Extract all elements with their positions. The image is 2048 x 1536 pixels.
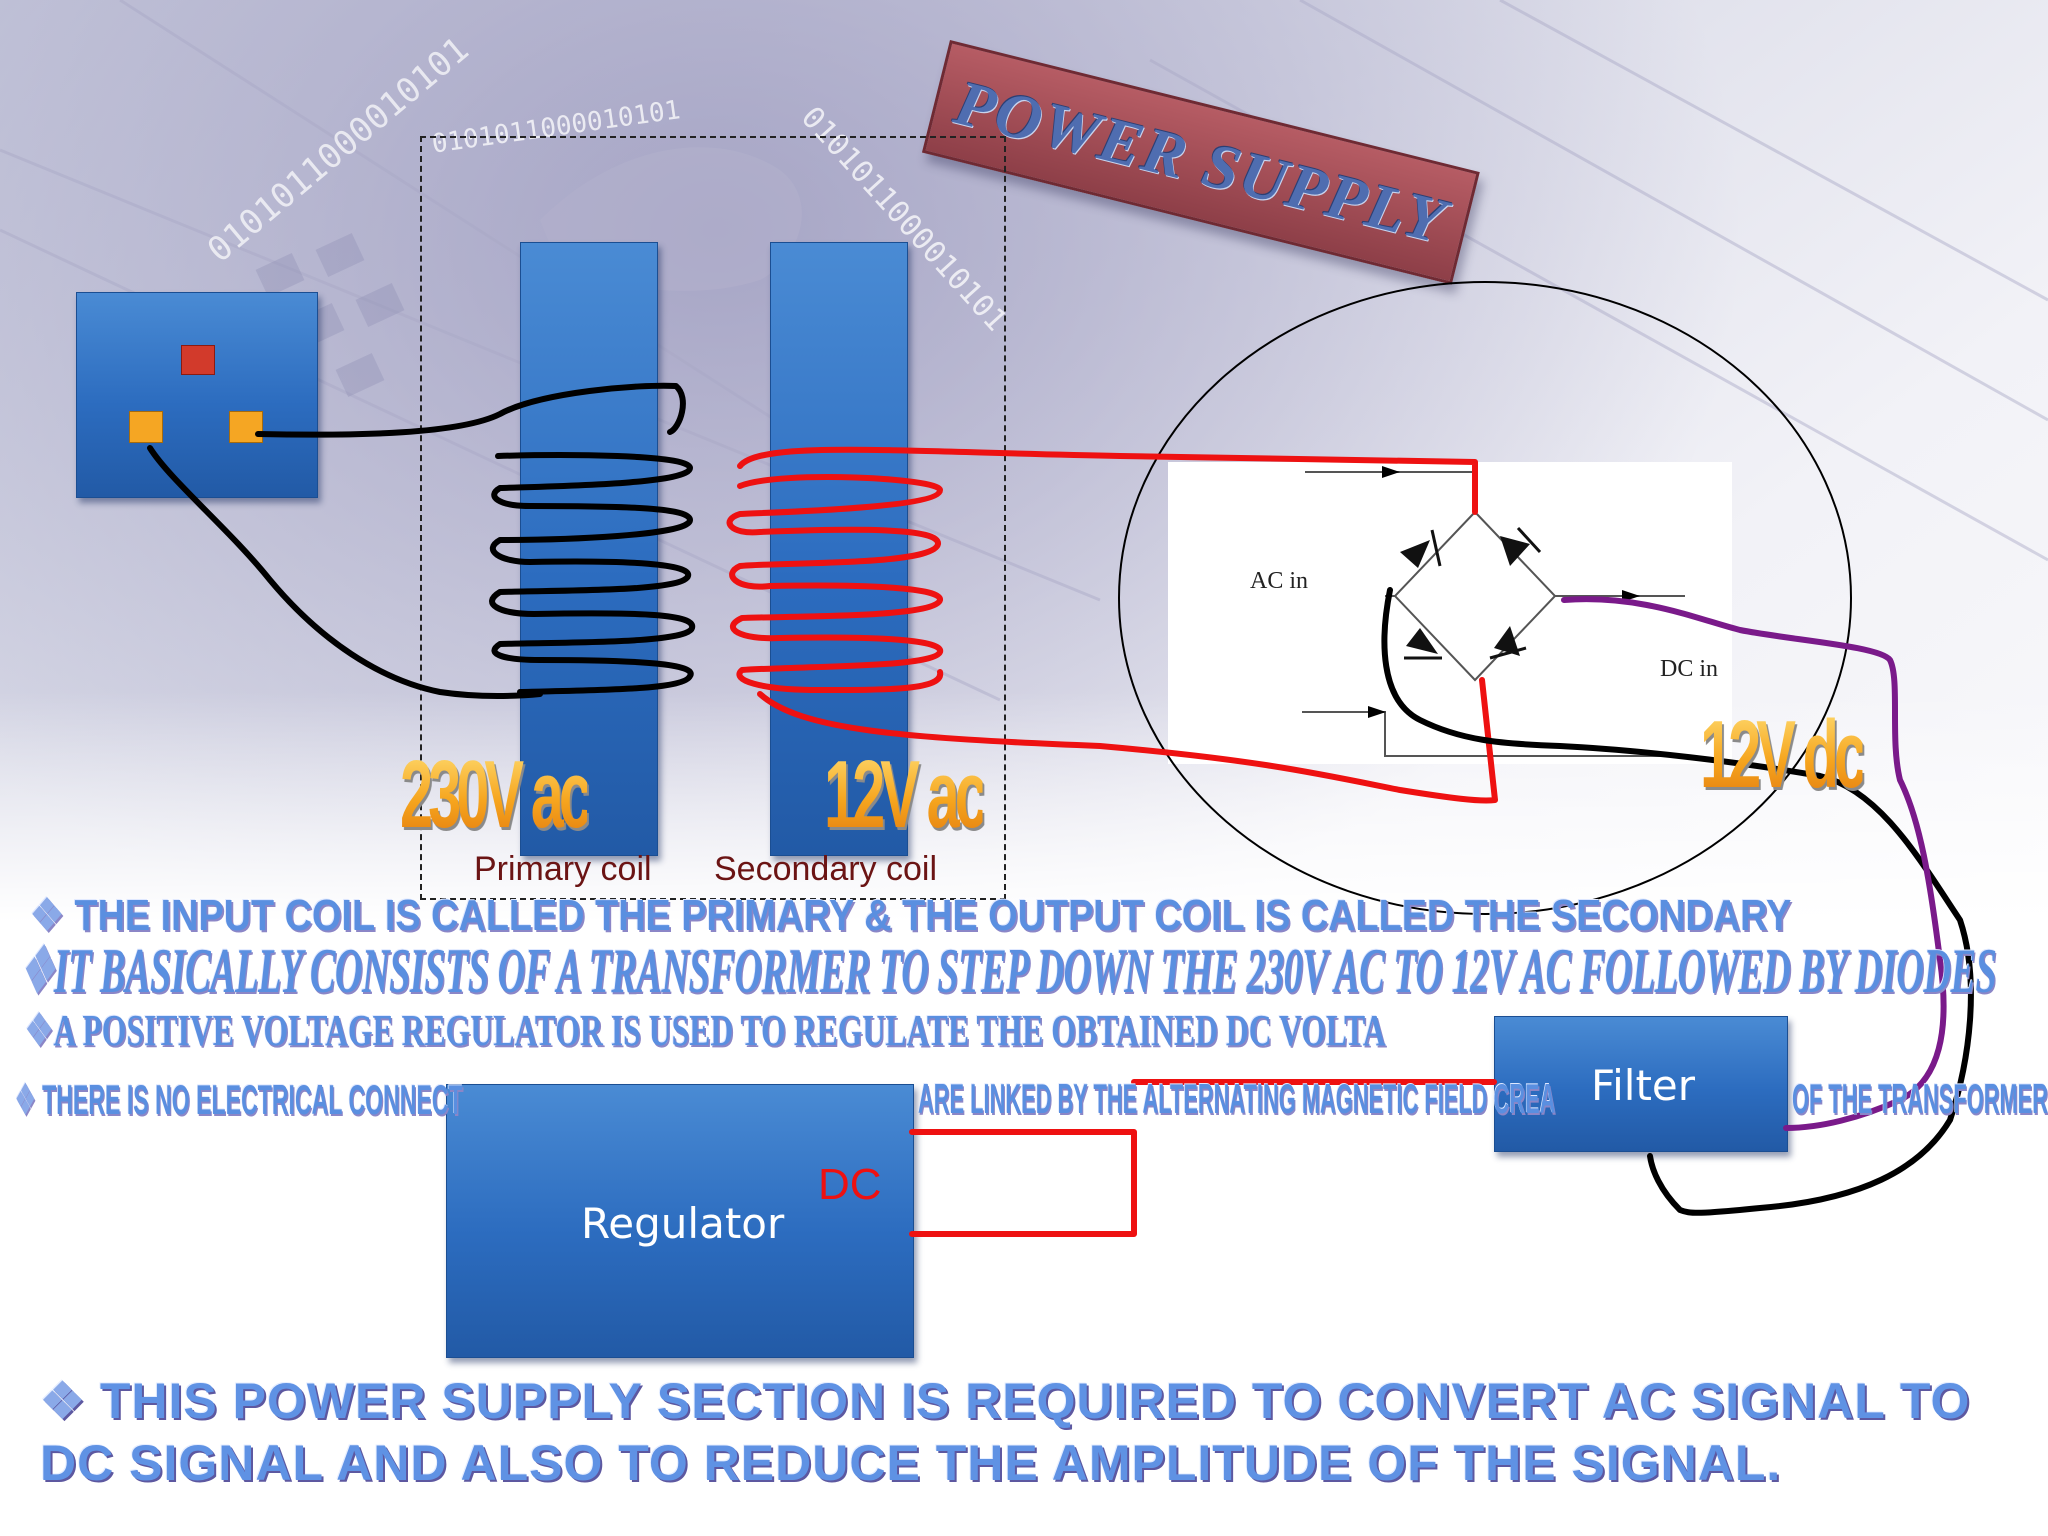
arrow-marks [1368,466,1640,718]
diode-bars [1404,526,1542,660]
ac-in-label: AC in [1250,568,1309,594]
filter-box: Filter [1494,1016,1788,1152]
bullet-line-3: ❖A POSITIVE VOLTAGE REGULATOR IS USED TO… [25,1006,1386,1055]
bridge-rectifier-schematic [1302,471,1685,757]
regulator-box: Regulator [446,1084,914,1358]
bullet-line-1: ❖ THE INPUT COIL IS CALLED THE PRIMARY &… [30,891,1792,940]
wall-socket [76,292,318,498]
red-wires [726,446,1498,1237]
rectifier-panel [1168,462,1732,764]
rectifier-circle [1118,281,1852,915]
dc-output-label: DC [818,1160,882,1209]
bullet-line-4c: OF THE TRANSFORMER [1792,1075,2048,1122]
filter-label: Filter [1591,1061,1696,1110]
socket-live-pin [129,411,163,443]
bullet-line-4b: ARE LINKED BY THE ALTERNATING MAGNETIC F… [918,1075,1556,1122]
bullet-line-2: ❖IT BASICALLY CONSISTS OF A TRANSFORMER … [20,935,1997,1006]
secondary-voltage-label: 12V ac [824,741,988,848]
dc-in-label: DC in [1660,656,1719,682]
primary-coil-label: Primary coil [474,850,652,888]
bullet-line-4: ❖ THERE IS NO ELECTRICAL CONNECT [15,1076,463,1123]
regulator-label: Regulator [581,1199,785,1248]
socket-earth-pin [181,345,215,375]
primary-voltage-label: 230V ac [400,741,592,848]
secondary-coil-label: Secondary coil [714,850,938,888]
primary-core [520,242,658,856]
dc-voltage-label: 12V dc [1700,701,1867,808]
transformer-boundary [420,136,1006,900]
socket-neutral-pin [229,411,263,443]
diodes [1400,536,1530,656]
purple-wire [1561,596,1947,1131]
secondary-core [770,242,908,856]
summary-bullet: ❖THIS POWER SUPPLY SECTION IS REQUIRED T… [40,1373,1971,1491]
black-wires [147,382,1974,1216]
